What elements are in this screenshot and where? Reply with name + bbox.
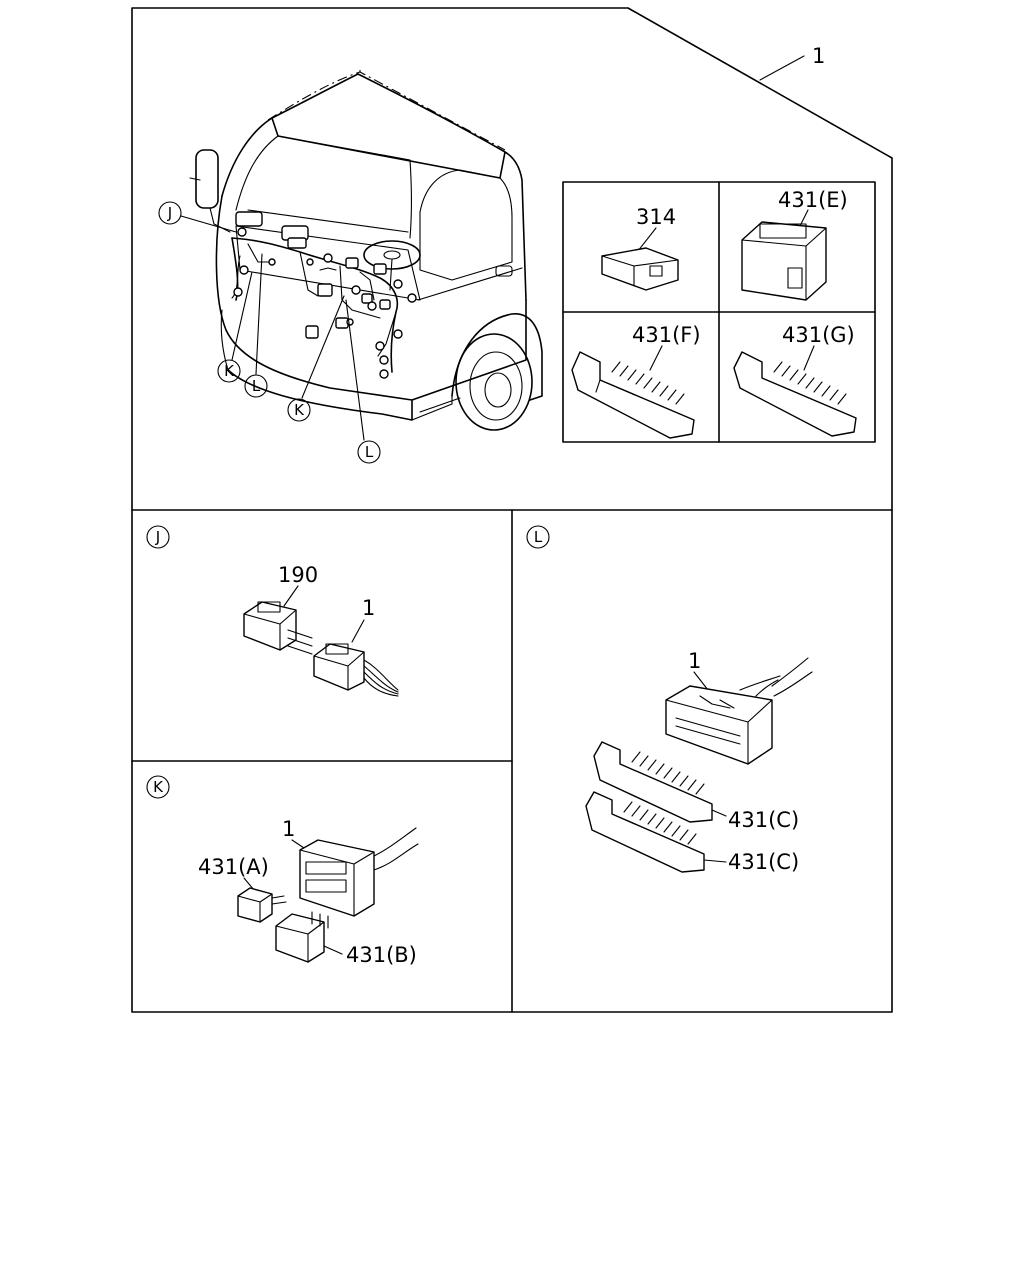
svg-text:L: L [252,377,261,395]
svg-text:K: K [294,401,305,419]
cell-431f-label: 431(F) [632,323,701,347]
parts-table-cell-431g: 431(G) [733,323,857,437]
svg-text:L: L [534,528,543,546]
overview-marker-l2: L [345,299,381,464]
detail-l-panel: L 1 431(C) [526,525,813,874]
svg-text:J: J [155,528,160,546]
cell-431g-label: 431(G) [782,323,855,347]
parts-table-cell-431e: 431(E) [741,188,848,301]
detail-j-callout-190: 190 [278,563,318,587]
assembly-callout: 1 [759,44,825,81]
detail-j-panel: J 190 1 [146,525,399,697]
parts-table [562,181,876,443]
detail-k-callout-431a: 431(A) [198,855,269,879]
svg-text:K: K [153,778,164,796]
assembly-callout-label: 1 [812,44,825,68]
detail-k-marker: K [146,775,170,799]
detail-l-marker: L [526,525,550,549]
detail-l-callout-431c-upper: 431(C) [728,808,799,832]
overview-marker-l1: L [244,253,268,398]
detail-l-callout-431c-lower: 431(C) [728,850,799,874]
parts-table-cell-431f: 431(F) [571,323,701,439]
svg-text:L: L [365,443,374,461]
overview-marker-k2: K [287,295,345,422]
detail-j-marker: J [146,525,170,549]
overview-marker-j: J [158,201,237,233]
detail-j-callout-1: 1 [362,596,375,620]
diagram-frame [131,7,893,1013]
cell-431e-label: 431(E) [778,188,848,212]
detail-k-callout-431b: 431(B) [346,943,417,967]
detail-l-callout-1: 1 [688,649,701,673]
overview-marker-k1: K [217,271,253,383]
wiring-harness [231,211,417,379]
truck-cab-illustration [189,70,543,431]
parts-table-cell-314: 314 [601,205,679,291]
cell-314-label: 314 [636,205,676,229]
svg-text:K: K [224,362,235,380]
detail-k-callout-1: 1 [282,817,295,841]
svg-text:J: J [167,204,172,222]
detail-k-panel: K 1 431(A) 431(B) [146,775,419,967]
